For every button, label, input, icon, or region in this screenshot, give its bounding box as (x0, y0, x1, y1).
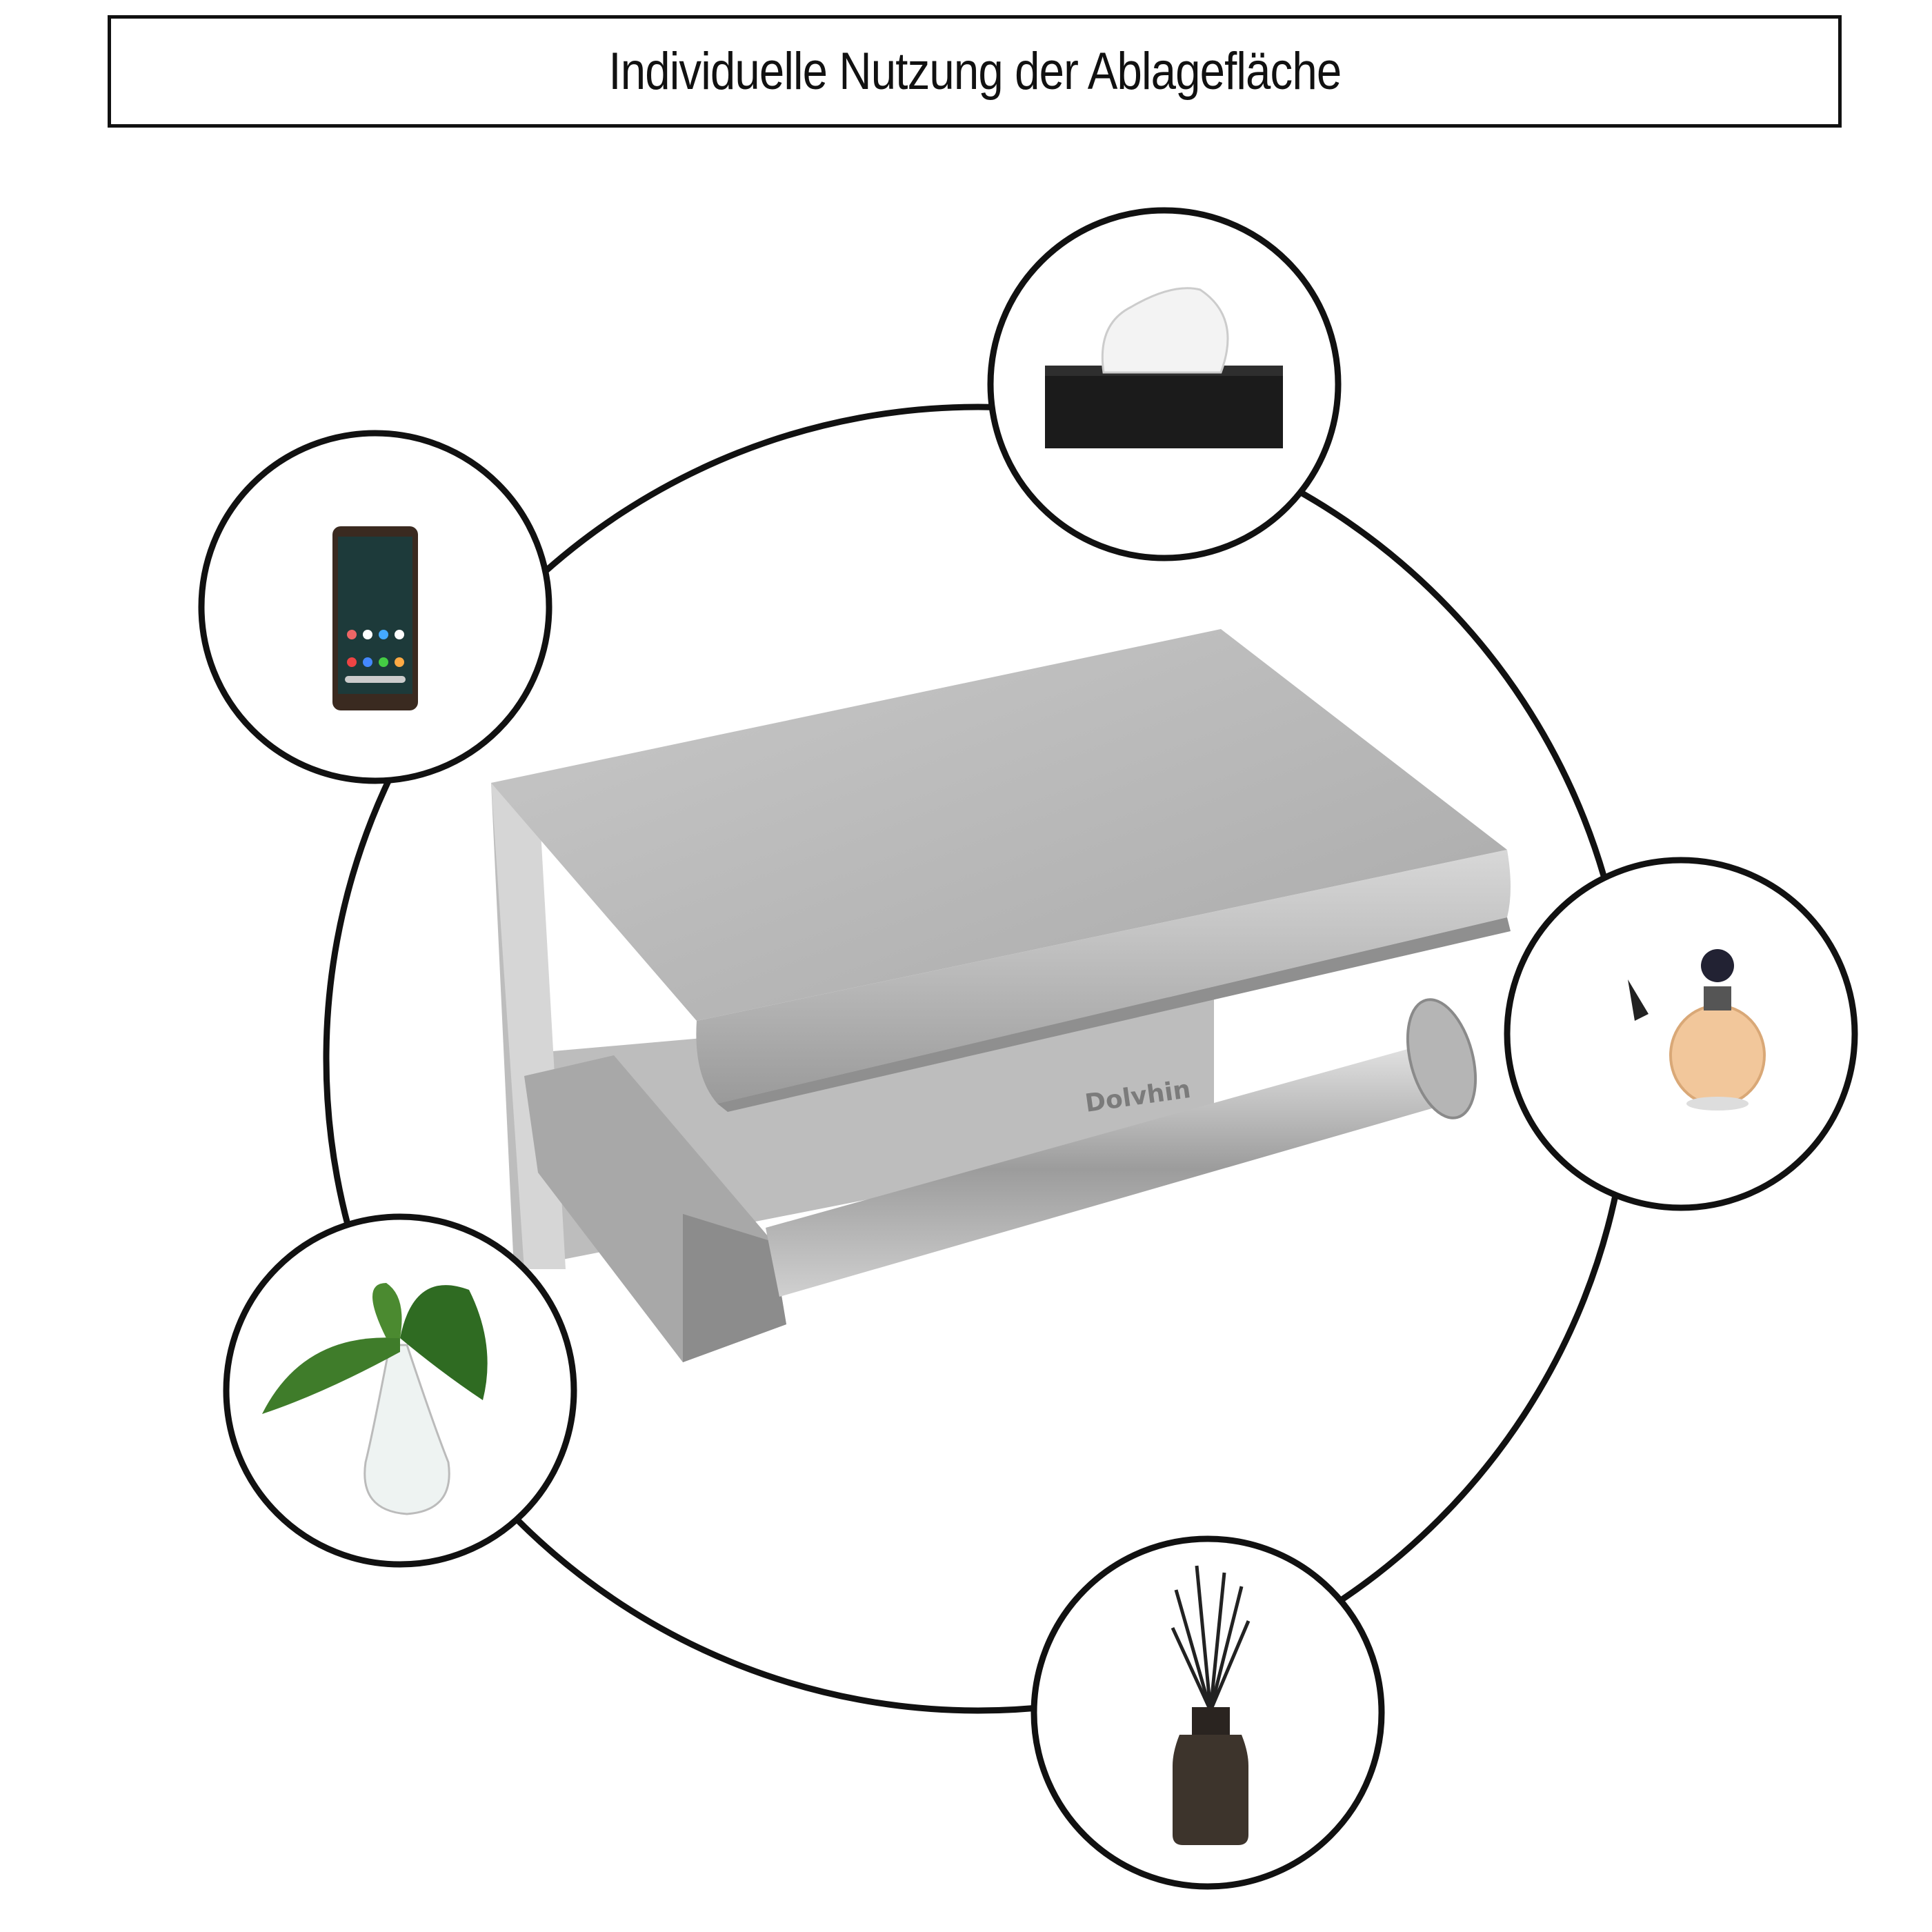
page-title: Individuelle Nutzung der Ablagefläche (608, 42, 1342, 101)
reed-diffuser-icon (1030, 1535, 1385, 1890)
title-box: Individuelle Nutzung der Ablagefläche (108, 15, 1842, 128)
plant-vase-icon (223, 1213, 577, 1568)
smartphone-icon (198, 430, 552, 784)
toilet-paper-holder-image: Dolvhin (491, 629, 1511, 1362)
tissue-box-icon (987, 207, 1342, 561)
perfume-bottle-icon (1504, 857, 1858, 1211)
